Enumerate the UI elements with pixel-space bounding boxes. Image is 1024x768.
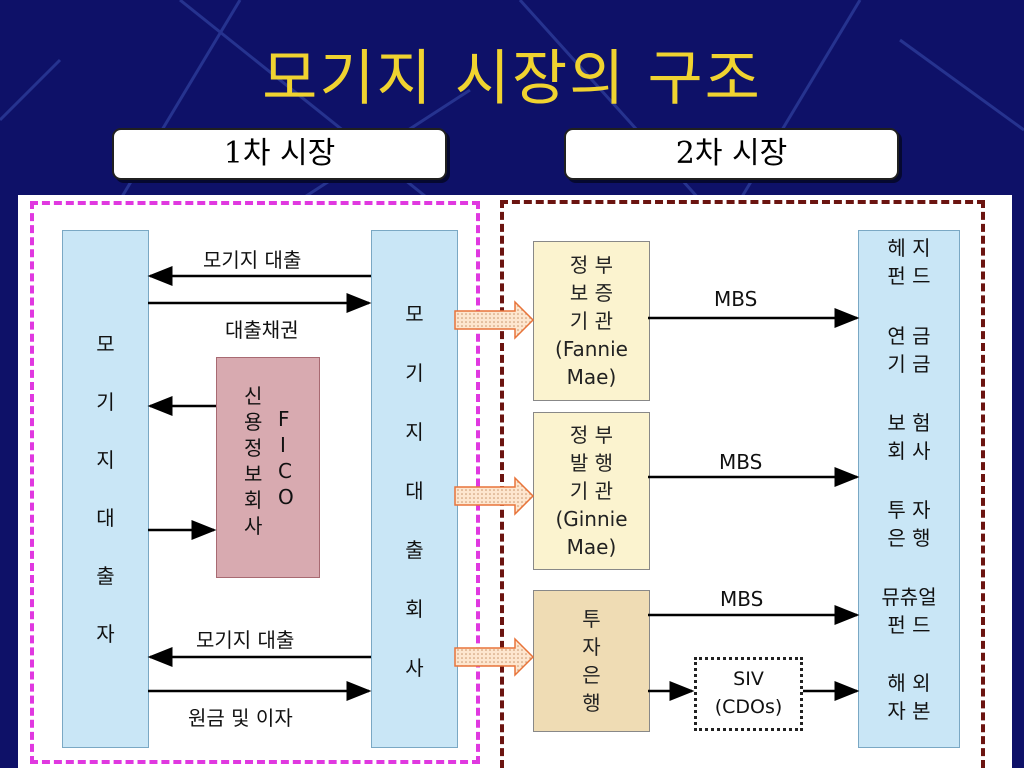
credit-char: 사 [244, 514, 263, 538]
investor-insurance: 보 험 회 사 [887, 411, 931, 463]
investor-mutual-fund: 뮤츄얼 펀 드 [881, 585, 937, 637]
primary-market-region [30, 201, 480, 764]
principal-interest-label: 원금 및 이자 [188, 706, 293, 730]
block-arrow-1 [454, 300, 535, 340]
borrower-char: 자 [96, 622, 115, 646]
primary-market-header: 1차 시장 [112, 128, 447, 180]
borrower-char: 기 [96, 390, 115, 414]
investor-pension-fund: 연 금 기 금 [887, 324, 931, 376]
lender-char: 모 [405, 302, 424, 326]
borrower-char: 출 [96, 564, 115, 588]
investor-foreign-capital: 해 외 자 본 [887, 671, 931, 723]
lender-char: 출 [405, 538, 424, 562]
lender-char: 대 [405, 479, 424, 503]
loan-bond-label: 대출채권 [225, 318, 299, 342]
mbs-label-1: MBS [714, 287, 758, 311]
borrower-char: 대 [96, 506, 115, 530]
investor-investment-bank: 투 자 은 행 [887, 498, 931, 550]
siv-box: SIV (CDOs) [694, 657, 803, 731]
investor-hedge-fund: 헤 지 펀 드 [887, 236, 931, 288]
borrower-char: 지 [96, 448, 115, 472]
loan-label-bottom: 모기지 대출 [196, 628, 295, 652]
borrower-box: 모 기 지 대 출 자 [62, 230, 149, 748]
mbs-label-2: MBS [719, 450, 763, 474]
credit-char: 회 [244, 488, 263, 512]
investor-box: 헤 지 펀 드 연 금 기 금 보 험 회 사 투 자 은 행 뮤츄얼 펀 드 … [858, 230, 960, 748]
ginnie-mae-box: 정 부 발 행 기 관 (Ginnie Mae) [533, 412, 650, 570]
mbs-label-3: MBS [720, 587, 764, 611]
block-arrow-2 [454, 476, 535, 516]
fico-char: O [278, 485, 294, 509]
credit-char: 보 [244, 462, 263, 486]
credit-char: 신 [244, 384, 263, 408]
fannie-mae-box: 정 부 보 증 기 관 (Fannie Mae) [533, 241, 650, 401]
secondary-market-region [500, 200, 985, 768]
secondary-market-header: 2차 시장 [564, 128, 899, 180]
credit-char: 용 [244, 410, 263, 434]
credit-char: 정 [244, 436, 263, 460]
fico-char: C [278, 459, 292, 483]
borrower-char: 모 [96, 332, 115, 356]
lender-char: 회 [405, 597, 424, 621]
investment-bank-box: 투 자 은 행 [533, 590, 650, 732]
fico-char: F [278, 407, 290, 431]
page-title: 모기지 시장의 구조 [262, 44, 762, 114]
lender-char: 사 [405, 656, 424, 680]
credit-bureau-box: 신 용 정 보 회 사 F I C O [216, 357, 320, 578]
lender-box: 모 기 지 대 출 회 사 [371, 230, 458, 748]
block-arrow-3 [454, 637, 535, 677]
lender-char: 지 [405, 420, 424, 444]
fico-char: I [280, 433, 286, 457]
lender-char: 기 [405, 361, 424, 385]
loan-label-top: 모기지 대출 [203, 248, 302, 272]
